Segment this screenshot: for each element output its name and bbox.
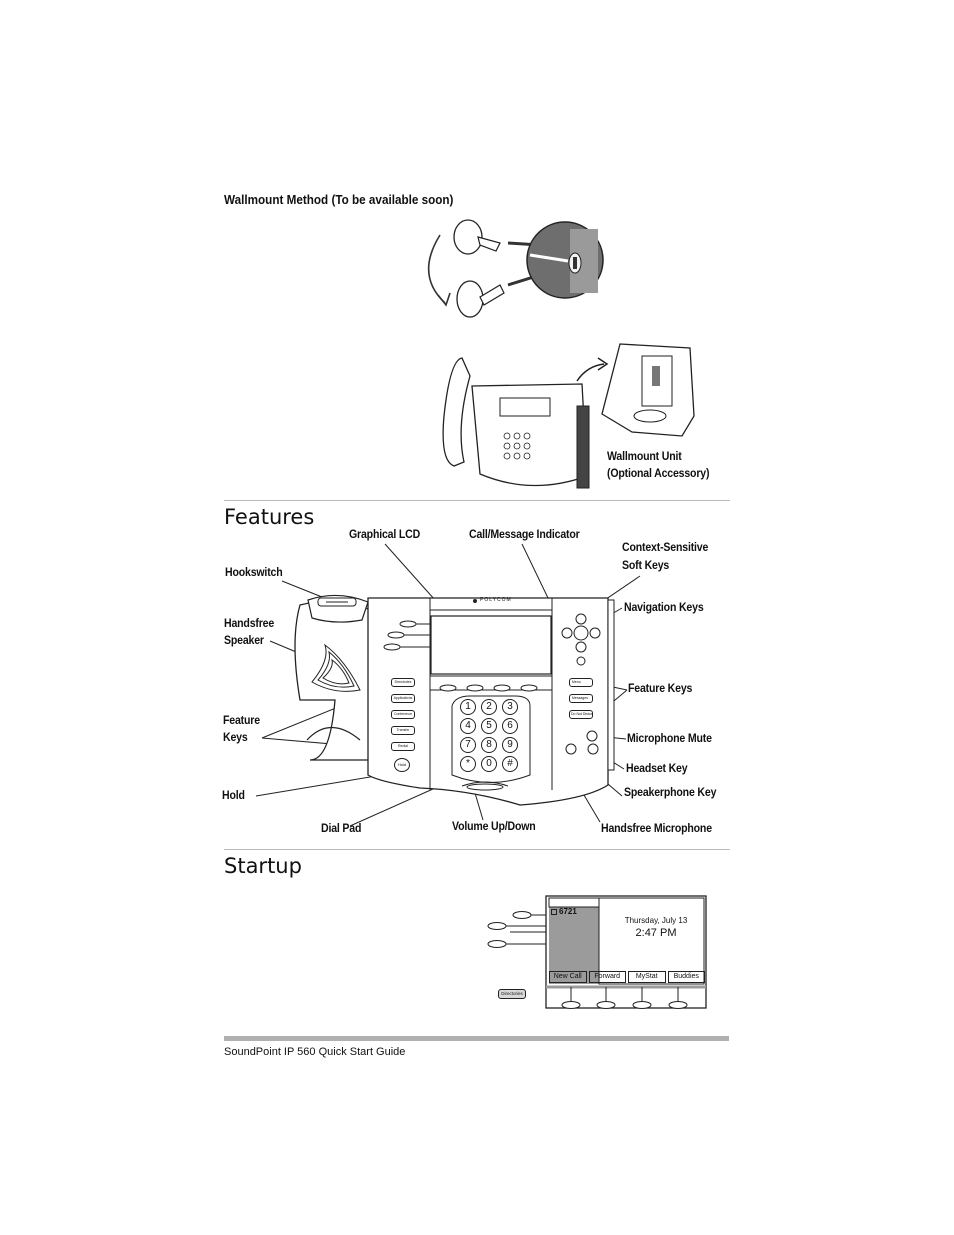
label-handsfree-microphone: Handsfree Microphone bbox=[601, 821, 712, 835]
soft-keys bbox=[439, 684, 538, 692]
label-handsfree-speaker-2: Speaker bbox=[224, 633, 264, 647]
speaker-grill bbox=[311, 643, 361, 692]
dial-key[interactable]: * bbox=[460, 756, 476, 772]
line-number: 6721 bbox=[559, 907, 577, 916]
section-divider bbox=[224, 849, 730, 850]
wallmount-unit-label-line1: Wallmount Unit bbox=[607, 449, 682, 463]
footer-bar bbox=[224, 1036, 729, 1041]
call-control-keys bbox=[565, 730, 599, 755]
features-title: Features bbox=[224, 505, 315, 529]
wallmount-screw-illustration bbox=[427, 219, 604, 318]
footer-text: SoundPoint IP 560 Quick Start Guide bbox=[224, 1046, 406, 1058]
line-keys bbox=[383, 620, 430, 651]
dial-key[interactable]: 0 bbox=[481, 756, 497, 772]
left-feature-keys: Directories Applications Conference Tran… bbox=[391, 678, 415, 751]
softkey-new-call[interactable]: New Call bbox=[549, 971, 587, 983]
label-speakerphone-key: Speakerphone Key bbox=[624, 785, 717, 799]
key-transfer[interactable]: Transfer bbox=[391, 726, 415, 735]
right-feature-keys: Menu Messages Do Not Disturb bbox=[569, 678, 593, 719]
softkey-mystat[interactable]: MyStat bbox=[628, 971, 666, 983]
startup-title: Startup bbox=[224, 854, 302, 878]
startup-line-keys bbox=[487, 911, 546, 948]
wallmount-heading: Wallmount Method (To be available soon) bbox=[224, 192, 454, 207]
label-volume-up-down: Volume Up/Down bbox=[452, 819, 536, 833]
phone-brand: POLYCOM bbox=[480, 597, 512, 603]
softkey-forward[interactable]: Forward bbox=[588, 971, 626, 983]
label-feature-keys-left-2: Keys bbox=[223, 730, 248, 744]
key-conference[interactable]: Conference bbox=[391, 710, 415, 719]
label-navigation-keys: Navigation Keys bbox=[624, 600, 704, 614]
dial-key[interactable]: # bbox=[502, 756, 518, 772]
key-do-not-disturb[interactable]: Do Not Disturb bbox=[569, 710, 593, 719]
dial-pad: 1 2 3 4 5 6 7 8 9 * 0 # bbox=[460, 699, 522, 772]
label-context-soft-keys-2: Soft Keys bbox=[622, 558, 670, 572]
dial-key[interactable]: 5 bbox=[481, 718, 497, 734]
label-feature-keys-right: Feature Keys bbox=[628, 681, 693, 695]
phone-with-wallmount-illustration bbox=[442, 343, 695, 489]
startup-directories-key[interactable]: Directories bbox=[498, 989, 526, 999]
label-handsfree-speaker-1: Handsfree bbox=[224, 616, 275, 630]
key-redial[interactable]: Redial bbox=[391, 742, 415, 751]
navigation-cluster bbox=[561, 613, 601, 666]
label-dial-pad: Dial Pad bbox=[321, 821, 362, 835]
label-feature-keys-left-1: Feature bbox=[223, 713, 260, 727]
softkey-buddies[interactable]: Buddies bbox=[667, 971, 705, 983]
key-hold[interactable]: Hold bbox=[394, 758, 410, 772]
startup-softkeys: New Call Forward MyStat Buddies bbox=[549, 971, 705, 983]
dial-key[interactable]: 2 bbox=[481, 699, 497, 715]
startup-date: Thursday, July 13 bbox=[624, 916, 688, 925]
dial-key[interactable]: 7 bbox=[460, 737, 476, 753]
key-directories[interactable]: Directories bbox=[391, 678, 415, 687]
dial-key[interactable]: 9 bbox=[502, 737, 518, 753]
dial-key[interactable]: 3 bbox=[502, 699, 518, 715]
label-headset-key: Headset Key bbox=[626, 761, 688, 775]
startup-soft-keys-ovals bbox=[561, 987, 688, 1009]
dial-key[interactable]: 4 bbox=[460, 718, 476, 734]
label-context-soft-keys-1: Context-Sensitive bbox=[622, 540, 709, 554]
label-hold: Hold bbox=[222, 788, 245, 802]
label-hookswitch: Hookswitch bbox=[225, 565, 283, 579]
key-menu[interactable]: Menu bbox=[569, 678, 593, 687]
dial-key[interactable]: 1 bbox=[460, 699, 476, 715]
label-graphical-lcd: Graphical LCD bbox=[349, 527, 421, 541]
startup-time: 2:47 PM bbox=[635, 927, 677, 939]
startup-screen-frame bbox=[487, 895, 707, 1009]
key-applications[interactable]: Applications bbox=[391, 694, 415, 703]
wallmount-unit-label-line2: (Optional Accessory) bbox=[607, 466, 710, 480]
key-messages[interactable]: Messages bbox=[569, 694, 593, 703]
line-indicator-icon bbox=[551, 909, 557, 915]
dial-key[interactable]: 6 bbox=[502, 718, 518, 734]
section-divider bbox=[224, 500, 730, 501]
label-microphone-mute: Microphone Mute bbox=[627, 731, 712, 745]
dial-key[interactable]: 8 bbox=[481, 737, 497, 753]
label-call-message-indicator: Call/Message Indicator bbox=[469, 527, 580, 541]
